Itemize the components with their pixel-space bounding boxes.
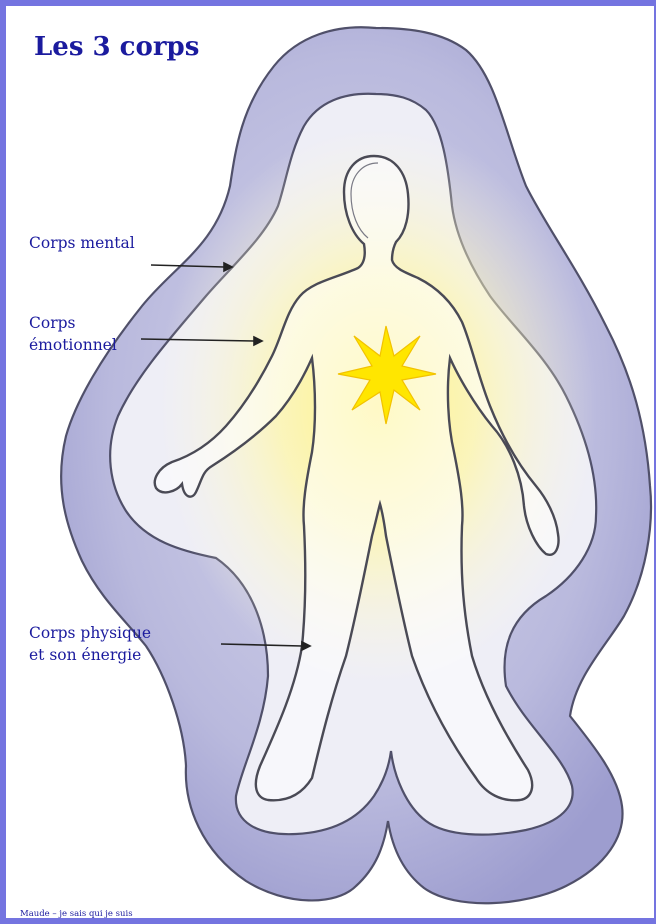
- label-physical-line1: Corps physique: [29, 622, 151, 644]
- label-emotional-line1: Corps: [29, 312, 117, 334]
- label-mental-body: Corps mental: [29, 232, 135, 254]
- label-physical-line2: et son énergie: [29, 644, 151, 666]
- label-mental-text: Corps mental: [29, 232, 135, 254]
- label-physical-body: Corps physique et son énergie: [29, 622, 151, 666]
- label-emotional-body: Corps émotionnel: [29, 312, 117, 356]
- page-title: Les 3 corps: [34, 32, 199, 62]
- label-emotional-line2: émotionnel: [29, 334, 117, 356]
- three-bodies-drawing: [6, 6, 654, 922]
- author-credit: Maude – je sais qui je suis: [20, 909, 133, 919]
